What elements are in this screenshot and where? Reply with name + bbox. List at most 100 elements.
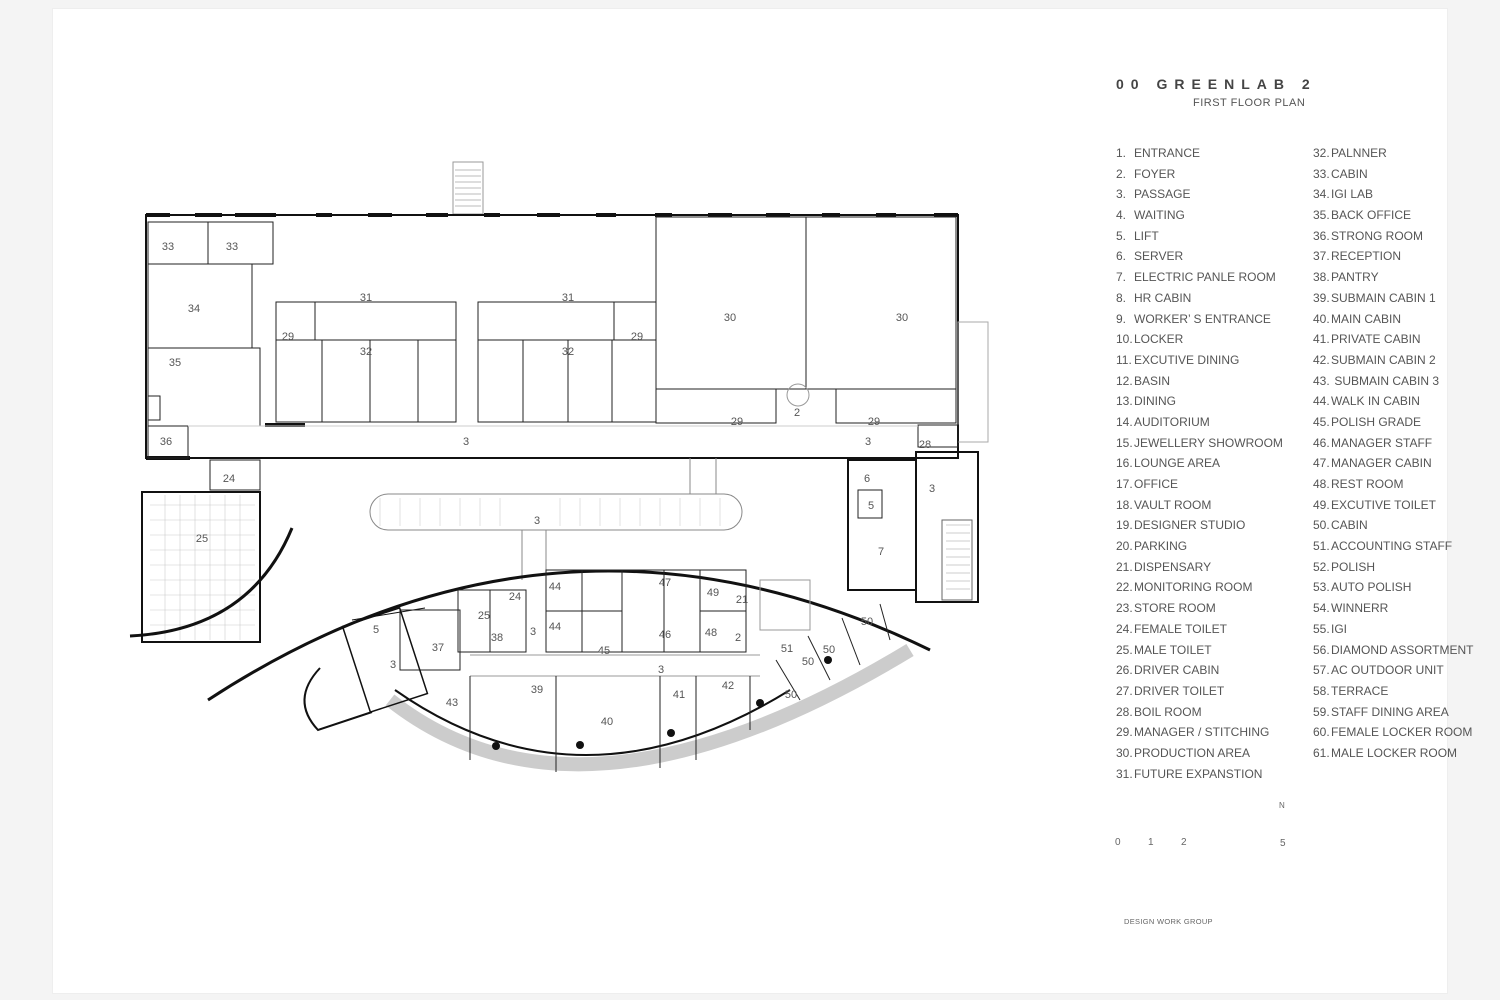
room-number-label: 46	[659, 629, 671, 641]
legend-item: 14.AUDITORIUM	[1116, 415, 1283, 436]
legend-item-number: 46.	[1313, 435, 1330, 450]
legend-item: 19.DESIGNER STUDIO	[1116, 518, 1283, 539]
room-number-label: 3	[865, 436, 871, 448]
legend-item-label: WORKER’ S ENTRANCE	[1134, 311, 1271, 326]
legend-item: 53.AUTO POLISH	[1313, 580, 1473, 601]
legend-item: 26.DRIVER CABIN	[1116, 663, 1283, 684]
legend-item-label: CABIN	[1331, 518, 1368, 533]
drawing-title: 00 GREENLAB 2	[1116, 76, 1317, 92]
legend-item-number: 42.	[1313, 352, 1330, 367]
logo-caption: DESIGN WORK GROUP	[1124, 917, 1213, 926]
legend-item-label: EXCUTIVE TOILET	[1331, 497, 1436, 512]
legend-item: 40.MAIN CABIN	[1313, 312, 1473, 333]
legend-item: 12.BASIN	[1116, 374, 1283, 395]
legend-item-number: 49.	[1313, 497, 1330, 512]
legend-item: 52.POLISH	[1313, 560, 1473, 581]
legend-item: 41.PRIVATE CABIN	[1313, 332, 1473, 353]
legend-item-number: 57.	[1313, 663, 1330, 678]
legend-item-number: 54.	[1313, 601, 1330, 616]
legend-item-number: 36.	[1313, 228, 1330, 243]
room-number-label: 21	[736, 594, 748, 606]
legend-item: 24.FEMALE TOILET	[1116, 622, 1283, 643]
room-number-label: 3	[929, 483, 935, 495]
legend-item-number: 12.	[1116, 373, 1133, 388]
room-number-label: 5	[373, 624, 379, 636]
room-number-label: 25	[478, 610, 490, 622]
legend-item: 37.RECEPTION	[1313, 249, 1473, 270]
north-arrow-number: 5	[1280, 838, 1286, 849]
legend-item-label: DRIVER TOILET	[1134, 683, 1225, 698]
legend-item-number: 20.	[1116, 539, 1133, 554]
legend-item-number: 56.	[1313, 642, 1330, 657]
legend-item-number: 24.	[1116, 621, 1133, 636]
legend-item: 20.PARKING	[1116, 539, 1283, 560]
legend-item-label: ACCOUNTING STAFF	[1331, 539, 1453, 554]
room-number-label: 50	[802, 656, 814, 668]
legend-item-label: FUTURE EXPANSTION	[1134, 766, 1263, 781]
legend-item-label: POLISH GRADE	[1331, 414, 1422, 429]
legend-item-label: WINNERR	[1331, 601, 1389, 616]
room-number-label: 48	[705, 627, 717, 639]
legend-item-number: 1.	[1116, 146, 1127, 160]
legend-item: 49.EXCUTIVE TOILET	[1313, 498, 1473, 519]
room-number-label: 30	[724, 312, 736, 324]
room-number-label: 29	[731, 416, 743, 428]
scale-label-2: 2	[1181, 837, 1187, 848]
legend-item: 27.DRIVER TOILET	[1116, 684, 1283, 705]
legend-item: 32.PALNNER	[1313, 146, 1473, 167]
legend-item-label: PRODUCTION AREA	[1134, 745, 1251, 760]
room-number-label: 3	[390, 659, 396, 671]
legend-item-label: JEWELLERY SHOWROOM	[1134, 435, 1283, 450]
legend-item: 38.PANTRY	[1313, 270, 1473, 291]
legend-item: 3.PASSAGE	[1116, 187, 1283, 208]
legend-item-number: 28.	[1116, 704, 1133, 719]
legend-item-label: IGI	[1331, 621, 1348, 636]
legend-item-number: 58.	[1313, 683, 1330, 698]
north-arrow-letter: N	[1279, 801, 1285, 810]
room-number-label: 7	[878, 546, 884, 558]
legend-item-label: VAULT ROOM	[1134, 497, 1212, 512]
legend-item: 17.OFFICE	[1116, 477, 1283, 498]
floor-plan: 3333343536313129293232303022929332824256…	[129, 161, 989, 772]
room-number-label: 24	[223, 473, 235, 485]
legend-item-label: DRIVER CABIN	[1134, 663, 1220, 678]
legend-item-number: 40.	[1313, 311, 1330, 326]
legend-item-label: FEMALE LOCKER ROOM	[1331, 725, 1473, 740]
legend-item-label: REST ROOM	[1331, 477, 1404, 491]
legend-item-number: 17.	[1116, 477, 1133, 491]
room-number-label: 50	[785, 689, 797, 701]
legend-item-label: LOCKER	[1134, 332, 1184, 347]
legend-item: 10.LOCKER	[1116, 332, 1283, 353]
room-number-label: 43	[446, 697, 458, 709]
legend-item-number: 39.	[1313, 290, 1330, 305]
legend-item-number: 41.	[1313, 332, 1330, 347]
legend-item: 34.IGI LAB	[1313, 187, 1473, 208]
legend-item-number: 14.	[1116, 414, 1133, 429]
legend-item-label: MAIN CABIN	[1331, 311, 1402, 326]
legend-item-label: AUTO POLISH	[1331, 580, 1412, 595]
legend-item-label: POLISH	[1331, 559, 1376, 574]
legend-item: 39.SUBMAIN CABIN 1	[1313, 291, 1473, 312]
room-number-label: 50	[861, 616, 873, 628]
room-number-label: 2	[735, 632, 741, 644]
legend-item: 55.IGI	[1313, 622, 1473, 643]
legend-item: 59.STAFF DINING AREA	[1313, 705, 1473, 726]
legend-item: 47.MANAGER CABIN	[1313, 456, 1473, 477]
legend-item-number: 18.	[1116, 497, 1133, 512]
legend-item: 23.STORE ROOM	[1116, 601, 1283, 622]
room-number-label: 38	[491, 632, 503, 644]
legend-item-label: PASSAGE	[1134, 187, 1191, 202]
room-number-label: 51	[781, 643, 793, 655]
legend-item-label: SUBMAIN CABIN 1	[1331, 290, 1436, 305]
legend-item-number: 61.	[1313, 745, 1330, 760]
legend-item-label: RECEPTION	[1331, 249, 1402, 264]
legend-item-number: 29.	[1116, 725, 1133, 740]
legend-item-number: 33.	[1313, 166, 1330, 181]
room-number-label: 3	[463, 436, 469, 448]
room-number-label: 41	[673, 689, 685, 701]
legend-item: 28.BOIL ROOM	[1116, 705, 1283, 726]
legend-item-label: EXCUTIVE DINING	[1134, 352, 1240, 367]
legend-item: 50.CABIN	[1313, 518, 1473, 539]
room-number-label: 45	[598, 645, 610, 657]
